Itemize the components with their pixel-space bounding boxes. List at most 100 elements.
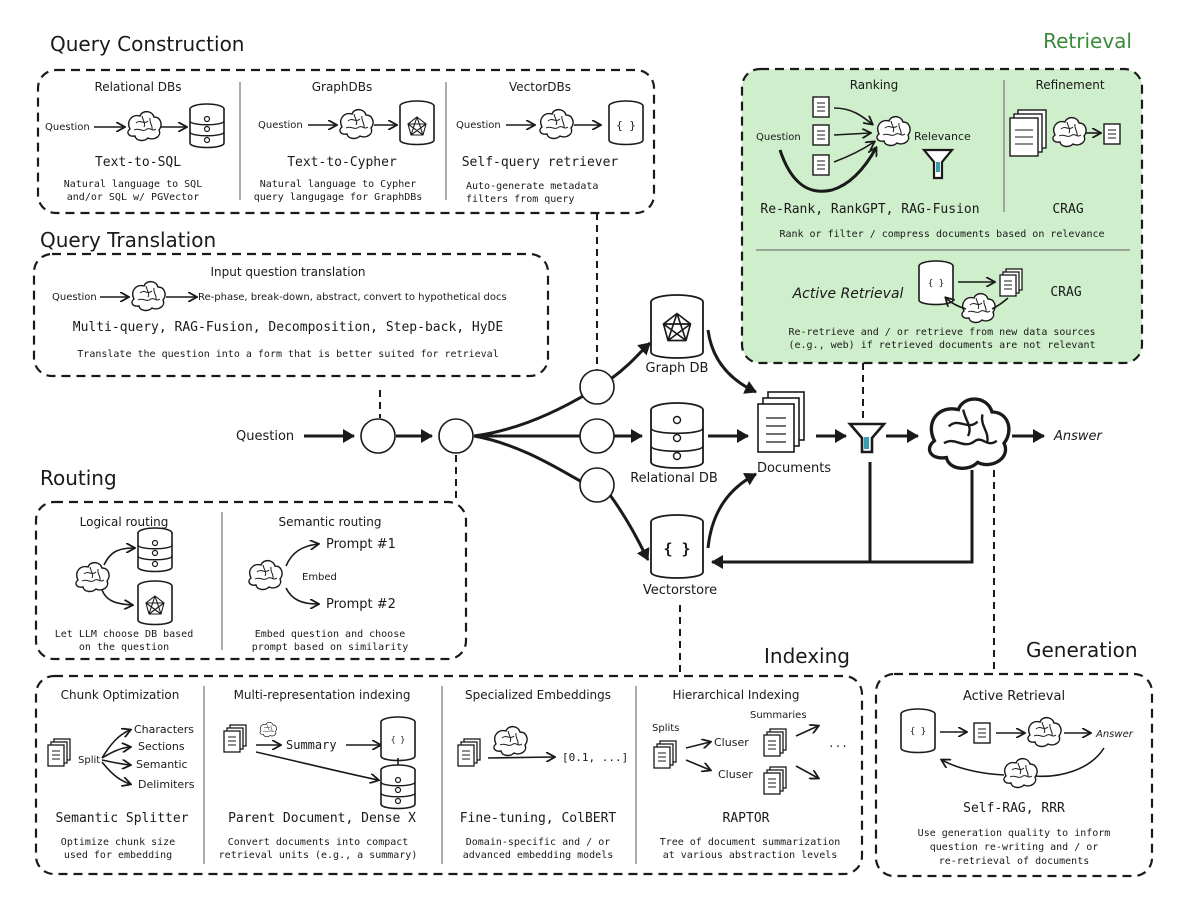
translation-flow: Re-phase, break-down, abstract, convert … (198, 292, 507, 303)
query-construction-title: Query Construction (50, 32, 244, 56)
chunk-item: Sections (138, 740, 185, 753)
hierarchical-indexing-label: Hierarchical Indexing (673, 688, 800, 702)
translation-subtitle: Input question translation (210, 265, 365, 279)
relational-dbs-label: Relational DBs (94, 80, 181, 94)
graph-desc-line1: Natural language to Cypher (260, 179, 417, 190)
active-retrieval-label: Active Retrieval (792, 286, 904, 302)
active-retrieval-desc-line2: (e.g., web) if retrieved documents are n… (788, 340, 1095, 351)
documents-label: Documents (757, 461, 831, 476)
document-icon (812, 154, 830, 176)
hierarchical-desc-line1: Tree of document summarization (660, 837, 841, 848)
llm-brain-icon (1027, 716, 1062, 748)
query-translation-node (360, 418, 396, 454)
question-label: Question (456, 120, 501, 131)
relational-desc-line2: and/or SQL w/ PGVector (67, 192, 199, 203)
prompt-1-label: Prompt #1 (326, 537, 396, 552)
relational-db-icon (189, 103, 225, 149)
filter-accent (936, 162, 940, 172)
chunk-desc-line2: used for embedding (64, 850, 172, 861)
query-construction-box (36, 68, 656, 215)
document-icon (812, 124, 830, 146)
question-label: Question (45, 122, 90, 133)
vector-desc-line1: Auto-generate metadata (466, 181, 598, 192)
generation-active-retrieval-label: Active Retrieval (963, 689, 1065, 704)
query-translation-title: Query Translation (40, 228, 216, 252)
llm-brain-icon (131, 280, 166, 312)
logical-desc-line2: on the question (79, 642, 169, 653)
embeddings-desc-line1: Domain-specific and / or (466, 837, 611, 848)
ranking-label: Ranking (850, 78, 899, 92)
query-translation-box (32, 252, 550, 378)
filter-accent (864, 437, 869, 449)
summary-document-icon (763, 728, 787, 757)
query-construction-section: Query Construction Relational DBs Questi… (36, 32, 656, 215)
feedback-arrow (711, 470, 974, 569)
chunk-item: Semantic (136, 758, 188, 771)
refinement-label: Refinement (1035, 78, 1104, 92)
question-input-label: Question (236, 429, 294, 444)
llm-brain-icon (493, 725, 528, 757)
parent-document-method: Parent Document, Dense X (228, 811, 416, 826)
generation-desc-line3: re-retrieval of documents (939, 856, 1090, 867)
documents-icon (47, 738, 71, 767)
relational-db-store (650, 402, 704, 469)
question-label: Question (258, 120, 303, 131)
routing-title: Routing (40, 466, 117, 490)
query-translation-section: Query Translation Input question transla… (32, 228, 550, 378)
query-construction-node-graph (579, 369, 615, 405)
documents-icon (757, 391, 805, 453)
chunk-item: Delimiters (138, 778, 195, 791)
routing-section: Routing Logical routing Let LLM choose D… (34, 466, 468, 661)
cluster-label: Cluser (714, 736, 749, 749)
chunk-optimization-label: Chunk Optimization (61, 688, 180, 702)
generation-answer-label: Answer (1095, 729, 1134, 740)
multi-desc-line2: retrieval units (e.g., a summary) (219, 850, 418, 861)
question-label: Question (52, 292, 97, 303)
vector-desc-line2: filters from query (466, 194, 574, 205)
prompt-2-label: Prompt #2 (326, 597, 396, 612)
embeddings-desc-line2: advanced embedding models (463, 850, 614, 861)
refinement-method: CRAG (1052, 202, 1083, 217)
query-construction-node-vector (579, 467, 615, 503)
fine-tuning-method: Fine-tuning, ColBERT (460, 811, 617, 826)
retrieval-title: Retrieval (1043, 29, 1132, 53)
llm-brain-icon (927, 397, 1011, 471)
graph-db-label: Graph DB (646, 361, 709, 376)
documents-icon (457, 738, 481, 767)
llm-brain-icon (539, 108, 574, 140)
graph-db-icon (399, 100, 435, 146)
semantic-splitter-method: Semantic Splitter (55, 811, 188, 826)
active-retrieval-desc-line1: Re-retrieve and / or retrieve from new d… (788, 327, 1095, 338)
answer-label: Answer (1053, 429, 1104, 444)
hierarchical-desc-line2: at various abstraction levels (663, 850, 838, 861)
main-flow: Question Graph DB Relational (236, 213, 1104, 676)
retrieval-section: Retrieval Ranking Question Relevance Re-… (740, 29, 1144, 365)
llm-brain-icon (75, 561, 110, 593)
generation-desc-line1: Use generation quality to inform (918, 828, 1111, 839)
summaries-label: Summaries (750, 710, 807, 721)
more-label: ... (828, 737, 848, 750)
generation-box (874, 672, 1154, 878)
generation-desc-line2: question re-writing and / or (930, 842, 1099, 853)
llm-brain-icon (1003, 757, 1038, 789)
chunk-item: Characters (134, 723, 194, 736)
active-retrieval-method: CRAG (1050, 285, 1081, 300)
routing-node (438, 418, 474, 454)
documents-icon (999, 268, 1023, 297)
vector-glyph: { } (663, 540, 690, 558)
summary-document-icon (763, 766, 787, 795)
llm-brain-icon (248, 559, 283, 591)
multi-representation-label: Multi-representation indexing (234, 688, 411, 702)
relational-db-icon (380, 764, 416, 810)
question-label: Question (756, 132, 801, 143)
vector-glyph: { } (616, 119, 636, 132)
logical-desc-line1: Let LLM choose DB based (55, 629, 193, 640)
generation-section: Generation Active Retrieval { } Answer S… (874, 638, 1154, 878)
semantic-desc-line2: prompt based on similarity (252, 642, 409, 653)
retrieval-desc: Rank or filter / compress documents base… (779, 229, 1104, 240)
semantic-desc-line1: Embed question and choose (255, 629, 406, 640)
vector-glyph: { } (391, 735, 405, 744)
llm-brain-icon (127, 110, 162, 142)
graph-db-store (650, 294, 704, 359)
